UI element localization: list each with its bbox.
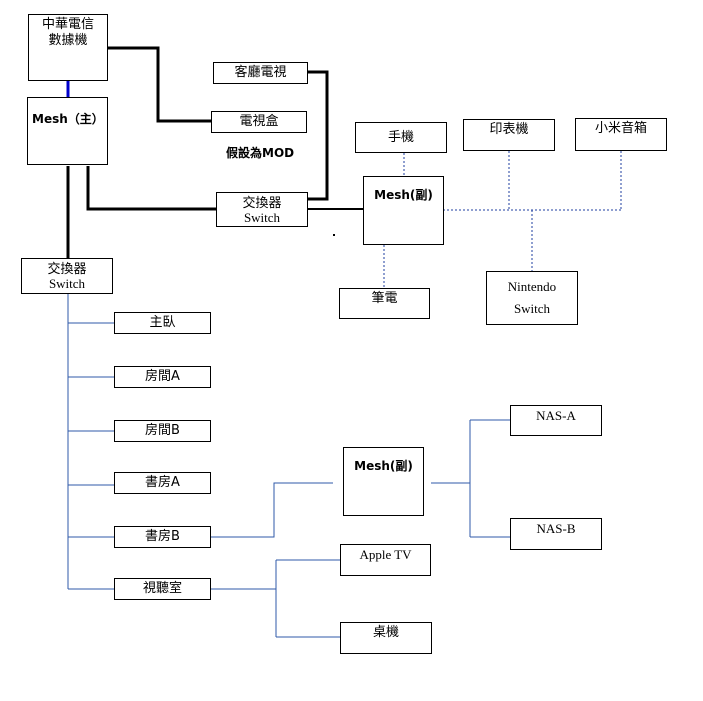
master-bedroom-label: 主臥 <box>149 315 176 330</box>
mesh-sub-top-box: Mesh(副) <box>363 176 444 245</box>
phone-label: 手機 <box>387 129 414 145</box>
switch-left-label-en: Switch <box>48 276 86 291</box>
speaker-label: 小米音箱 <box>594 121 647 136</box>
stray-dot <box>333 234 335 236</box>
study-b-label: 書房B <box>145 529 180 544</box>
apple-tv-box: Apple TV <box>340 544 431 576</box>
printer-label: 印表機 <box>489 122 529 137</box>
modem-label-line2: 數據機 <box>48 33 88 48</box>
desktop-label: 桌機 <box>372 625 399 640</box>
switch-left-box: 交換器 Switch <box>21 258 113 294</box>
room-a-label: 房間A <box>145 369 180 384</box>
phone-box: 手機 <box>355 122 447 153</box>
mesh-main-label: Mesh（主） <box>32 112 104 126</box>
mesh-sub-bottom-box: Mesh(副) <box>343 447 424 516</box>
master-bedroom-box: 主臥 <box>114 312 211 334</box>
mesh-main-box: Mesh（主） <box>27 97 108 165</box>
modem-label-line1: 中華電信 <box>41 17 94 32</box>
laptop-box: 筆電 <box>339 288 430 319</box>
speaker-box: 小米音箱 <box>575 118 667 151</box>
link-studyb-meshsub <box>210 482 333 538</box>
study-b-box: 書房B <box>114 526 211 548</box>
link-mesh-switchtop <box>86 166 217 211</box>
nintendo-label-line2: Switch <box>513 301 551 316</box>
desktop-box: 桌機 <box>340 622 432 654</box>
room-b-box: 房間B <box>114 420 211 442</box>
link-livingtv-switch <box>308 70 329 201</box>
tv-box-label: 電視盒 <box>239 114 279 129</box>
apple-tv-label: Apple TV <box>359 547 412 562</box>
nintendo-label-line1: Nintendo <box>507 279 557 294</box>
study-a-box: 書房A <box>114 472 211 494</box>
nas-a-box: NAS-A <box>510 405 602 436</box>
tv-box-node: 電視盒 <box>211 111 307 133</box>
link-modem-tvbox <box>107 46 212 123</box>
laptop-label: 筆電 <box>371 291 398 306</box>
nas-b-label: NAS-B <box>536 521 576 536</box>
study-a-label: 書房A <box>145 475 180 490</box>
av-room-label: 視聽室 <box>142 581 182 596</box>
printer-box: 印表機 <box>463 119 555 151</box>
mesh-sub-top-label: Mesh(副) <box>374 188 433 202</box>
mesh-sub-bottom-label: Mesh(副) <box>354 459 413 473</box>
av-room-box: 視聽室 <box>114 578 211 600</box>
switch-top-box: 交換器 Switch <box>216 192 308 227</box>
room-a-box: 房間A <box>114 366 211 388</box>
modem-box: 中華電信 數據機 <box>28 14 108 81</box>
room-b-label: 房間B <box>145 423 180 438</box>
switch-top-label-en: Switch <box>243 209 281 225</box>
living-tv-label: 客廳電視 <box>234 65 287 80</box>
nas-b-box: NAS-B <box>510 518 602 550</box>
switch-left-label-zh: 交換器 <box>47 261 87 276</box>
nas-a-label: NAS-A <box>536 408 576 423</box>
nintendo-box: Nintendo Switch <box>486 271 578 325</box>
living-tv-box: 客廳電視 <box>213 62 308 84</box>
mod-note: 假設為MOD <box>226 146 295 160</box>
switch-top-label-zh: 交換器 <box>242 194 282 210</box>
